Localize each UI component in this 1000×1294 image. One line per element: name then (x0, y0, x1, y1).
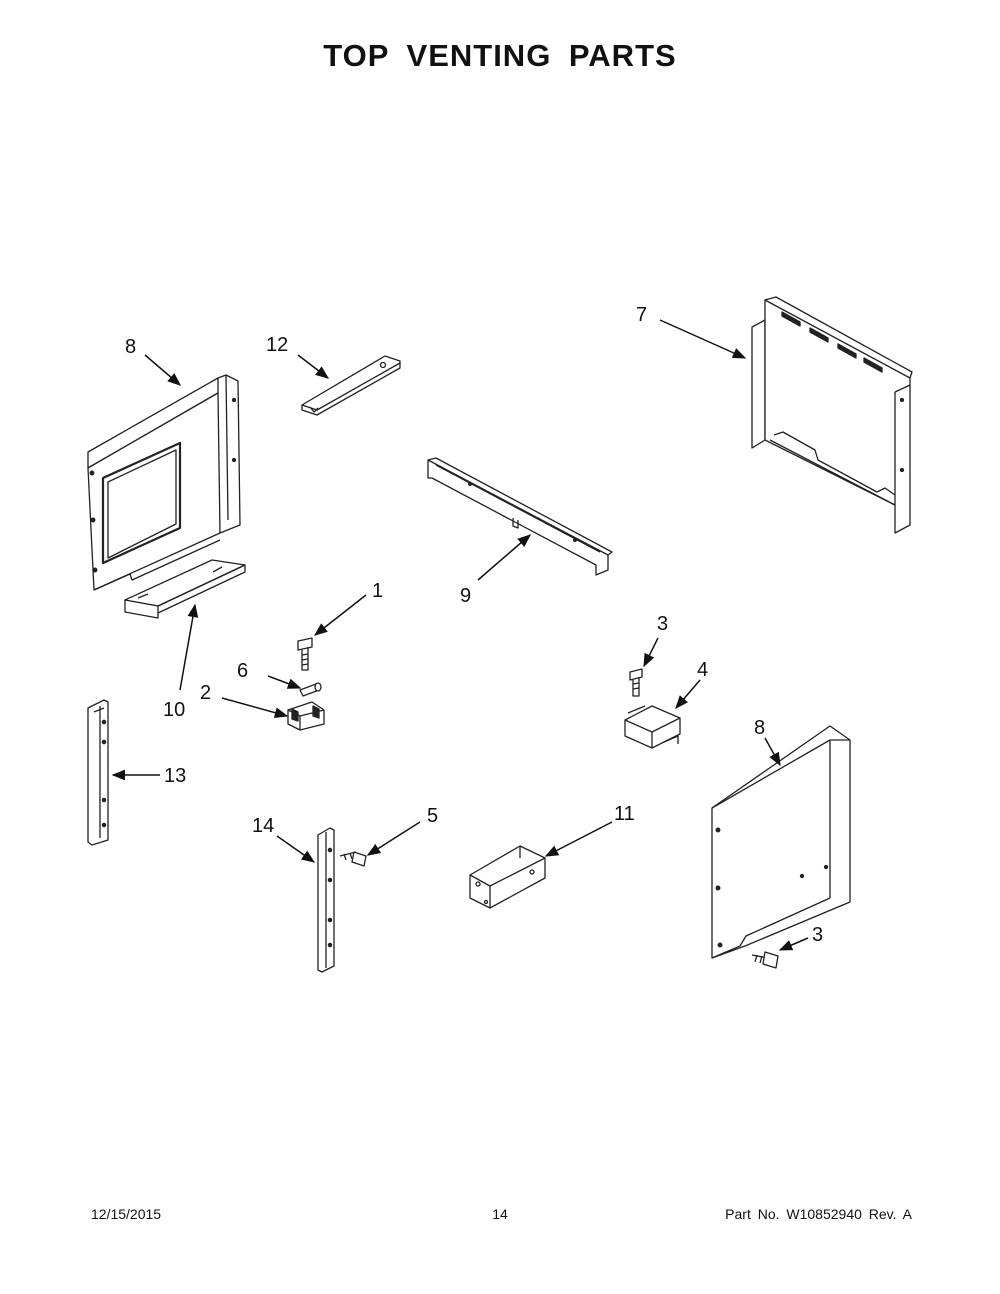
callout-3-upper: 3 (657, 613, 668, 635)
part-4-module (624, 705, 681, 749)
leader-11 (544, 821, 613, 857)
leader-8-right (764, 737, 781, 767)
callout-9: 9 (460, 585, 471, 607)
part-12-strip-bracket (301, 355, 401, 416)
callout-2: 2 (200, 682, 211, 704)
part-3-screw-lower (751, 951, 779, 969)
part-8-right-side-panel (711, 725, 851, 959)
callout-4: 4 (697, 659, 708, 681)
part-3-screw-upper (629, 668, 643, 697)
callout-14: 14 (252, 815, 274, 837)
leader-6 (267, 675, 302, 689)
leader-12 (297, 354, 330, 379)
part-8-left-side-panel (87, 374, 241, 591)
callout-1: 1 (372, 580, 383, 602)
leader-1 (313, 594, 367, 636)
callout-7: 7 (636, 304, 647, 326)
footer-part-number: Part No. W10852940 Rev. A (725, 1206, 912, 1222)
leader-8-left (144, 354, 182, 386)
part-6-fuse (299, 682, 322, 697)
leader-14 (276, 835, 316, 863)
part-13-side-rail (87, 699, 109, 846)
part-5-screw (339, 851, 367, 867)
callout-8-right: 8 (754, 717, 765, 739)
callout-6: 6 (237, 660, 248, 682)
leader-3-upper (643, 637, 659, 668)
callout-3-lower: 3 (812, 924, 823, 946)
callout-11: 11 (614, 803, 635, 825)
leader-3-lower (778, 937, 809, 951)
callout-8-left: 8 (125, 336, 136, 358)
part-7-vent-panel (751, 296, 913, 534)
part-14-side-rail (317, 827, 335, 973)
part-11-bracket (469, 845, 546, 909)
part-1-screw (297, 637, 313, 671)
footer-date: 12/15/2015 (91, 1206, 162, 1222)
callout-12: 12 (266, 334, 288, 356)
part-2-fuse-holder (287, 701, 325, 731)
callout-5: 5 (427, 805, 438, 827)
callout-13: 13 (164, 765, 186, 787)
part-10-vent-tray (124, 559, 246, 619)
leader-5 (366, 821, 421, 856)
leader-2 (221, 697, 289, 718)
leader-4 (675, 679, 701, 710)
leader-7 (659, 319, 747, 359)
leader-10 (179, 603, 199, 691)
part-9-vent-rail (427, 457, 613, 576)
callout-10: 10 (163, 699, 185, 721)
page-title: TOP VENTING PARTS (323, 38, 677, 73)
leader-9 (477, 534, 532, 581)
footer-page-number: 14 (492, 1206, 508, 1222)
